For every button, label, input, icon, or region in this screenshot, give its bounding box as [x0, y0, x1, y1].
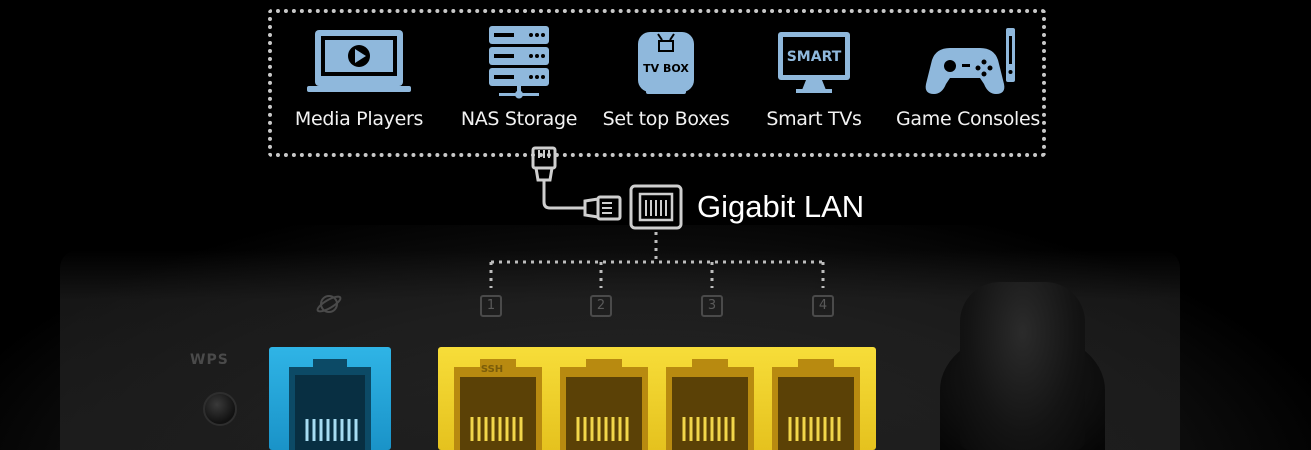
ethernet-plug-icon [531, 146, 557, 182]
antenna [960, 282, 1085, 450]
lan-port-4[interactable] [768, 357, 864, 450]
internet-globe-icon [316, 295, 342, 313]
nas-storage-icon [489, 26, 549, 99]
category-game-consoles: Game Consoles [893, 26, 1043, 136]
lan-port-number-3: 3 [701, 295, 723, 317]
category-label: Smart TVs [766, 108, 862, 130]
category-label: Game Consoles [895, 108, 1041, 130]
smart-text: SMART [787, 49, 842, 65]
wps-button[interactable] [203, 392, 237, 426]
category-media-players: Media Players [284, 26, 434, 136]
category-label: Set top Boxes [602, 108, 730, 130]
lan-port-number-1: 1 [480, 295, 502, 317]
category-label: NAS Storage [460, 108, 578, 130]
lan-port-icon [629, 184, 683, 230]
gigabit-lan-label: Gigabit LAN [697, 189, 865, 224]
category-nas-storage: NAS Storage [444, 26, 594, 136]
media-player-icon [307, 30, 411, 92]
wan-port[interactable] [269, 347, 391, 450]
category-set-top-boxes: TV BOX Set top Boxes [591, 26, 741, 136]
device-category-frame [268, 9, 1046, 157]
port-distribution-dots [489, 232, 825, 288]
category-smart-tvs: SMART Smart TVs [739, 26, 889, 136]
lan-port-2[interactable] [556, 357, 652, 450]
category-label: Media Players [294, 108, 424, 130]
wps-label: WPS [190, 352, 229, 368]
ssh-text: SSH [481, 364, 503, 375]
lan-port-1[interactable]: SSH [450, 357, 546, 450]
game-console-icon [925, 28, 1015, 94]
lan-port-number-2: 2 [590, 295, 612, 317]
set-top-box-icon: TV BOX [638, 32, 694, 94]
lan-port-number-4: 4 [812, 295, 834, 317]
lan-port-3[interactable] [662, 357, 758, 450]
smart-tv-icon: SMART [778, 32, 850, 93]
tv-box-text: TV BOX [643, 62, 689, 75]
ethernet-plug-side-icon [583, 195, 622, 221]
lan-ports-block: SSH [438, 347, 876, 450]
